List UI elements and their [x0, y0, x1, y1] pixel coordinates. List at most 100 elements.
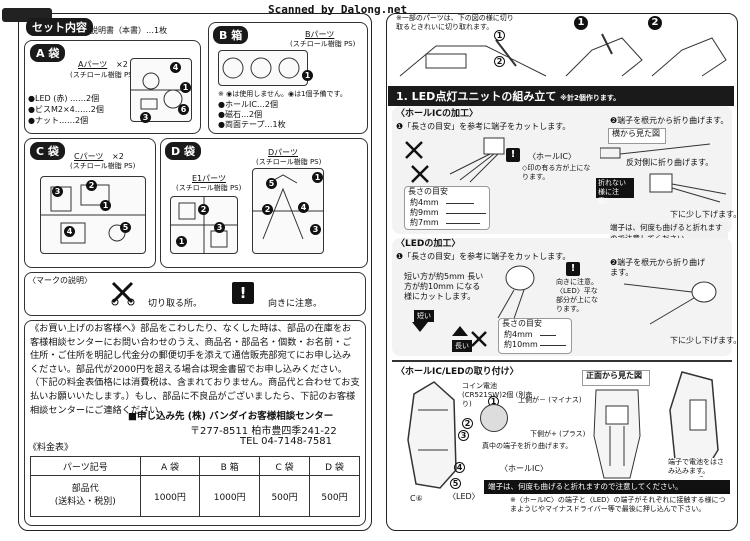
bag-a-item-3: ●ナット……2個: [28, 116, 89, 125]
bag-e1-material: (スチロール樹脂 PS): [176, 184, 242, 192]
scissors-icon: [404, 140, 424, 160]
scissors-shape: [405, 141, 423, 159]
bag-b-note: ※ ◉は使用しません。◉は1個予備です。: [218, 90, 347, 98]
led-length-1: 約4mm: [504, 330, 533, 339]
step-1-title: 1. LED点灯ユニットの組み立て: [396, 90, 557, 103]
fee-price: 1000円: [139, 475, 201, 517]
exclamation-icon: !: [566, 262, 580, 276]
fee-header: B 箱: [199, 456, 261, 476]
callout-step-1: 1: [574, 16, 588, 30]
exclamation-icon: !: [506, 148, 520, 162]
led-shape: [497, 265, 535, 331]
hall-no-break: 折れない様に注意！: [596, 178, 634, 205]
hall-title: 〈ホールICの加工〉: [396, 109, 478, 119]
led-long-label: 長い: [452, 340, 472, 352]
hall-side-view-box: [608, 128, 666, 144]
hall-bend-reverse: 反対側に折り曲げます。: [626, 158, 714, 167]
callout-mount-3: 3: [458, 430, 469, 441]
led-bent-shape: [623, 281, 717, 325]
manual-count: 説明書（本書）…1枚: [90, 26, 168, 35]
bag-a-box: [24, 40, 201, 134]
marks-title: 〈マークの説明〉: [28, 276, 92, 285]
length-line: [446, 203, 474, 204]
bag-c-part: Cパーツ: [74, 152, 104, 161]
left-page: [18, 13, 372, 531]
callout-d-2: 2: [198, 204, 209, 215]
customer-body: 《お買い上げのお客様へ》部品をこわしたり、なくした時は、部品の在庫をお客様相談セ…: [30, 323, 360, 416]
callout-d-4: 4: [298, 202, 309, 213]
hall-step-1: ❶「長さの目安」を参考に端子をカットします。: [396, 122, 571, 131]
length-line: [540, 335, 556, 336]
mount-c6: C⑥: [410, 494, 423, 503]
fee-table: パーツ記号 A 袋 B 箱 C 袋 D 袋 部品代 (送料込・税別) 1000円…: [30, 456, 360, 517]
prestep-drawing-2: [565, 33, 727, 77]
arrow-down-icon: [412, 322, 428, 332]
callout-a-3: 3: [140, 112, 151, 123]
mount-title: 〈ホールIC/LEDの取り付け〉: [396, 367, 519, 377]
bag-b-box: [208, 22, 368, 134]
bag-a-label: A 袋: [30, 44, 66, 62]
hall-ic-bent-drawing: [640, 164, 730, 208]
hall-ic-drawing: [440, 134, 520, 184]
callout-mount-2: 2: [462, 418, 473, 429]
length-line: [540, 345, 566, 346]
callout-c-1: 1: [100, 200, 111, 211]
bag-d-material: (スチロール樹脂 PS): [256, 158, 322, 166]
callout-c-3: 3: [52, 186, 63, 197]
arrow-up-icon: [452, 326, 468, 336]
right-page: [386, 13, 738, 531]
front-view-drawing: [590, 386, 644, 482]
bag-b-sprue: [218, 50, 308, 86]
hall-length-1: 約4mm: [410, 198, 439, 207]
prestep-figure-2: [562, 30, 730, 80]
customer-tel: TEL 04-7148-7581: [240, 436, 333, 447]
step-1-note: ※計2個作ります。: [560, 94, 621, 102]
bag-a-qty: ×2: [116, 60, 128, 69]
bag-d-box: [160, 138, 368, 268]
callout-a-4: 4: [170, 62, 181, 73]
led-step-2: ❷端子を根元から折り曲げます。: [610, 258, 706, 277]
bag-a-material: (スチロール樹脂 PS): [70, 71, 136, 79]
bag-b-part: Bパーツ: [305, 30, 335, 39]
led-guide-title: 長さの目安: [502, 319, 542, 328]
hall-length-3: 約7mm: [410, 218, 439, 227]
prestep-drawing-1: [399, 39, 547, 77]
fee-title: 《料金表》: [28, 443, 74, 453]
coin-battery-icon: [480, 404, 508, 432]
hall-side-view: 横から見た図: [612, 129, 660, 138]
sprue-b-drawing: [222, 57, 300, 79]
mount-battery: コイン電池 (CR521SW)2個 (別売り): [462, 382, 533, 408]
callout-d-3: 3: [214, 222, 225, 233]
section-divider: [392, 360, 732, 362]
bag-c-box: [24, 138, 156, 268]
callout-d-5: 5: [266, 178, 277, 189]
mount-insert: 端子で電池をはさみ込みます。: [668, 458, 728, 476]
callout-d-2b: 2: [262, 204, 273, 215]
marks-box: [24, 272, 366, 316]
mount-body-shape: [407, 381, 457, 489]
bag-b-label: B 箱: [213, 26, 249, 44]
bag-b-item-1: ●ホールIC…2個: [218, 100, 279, 109]
prestep-figure-1: [396, 36, 556, 80]
callout-d-3b: 3: [310, 224, 321, 235]
front-view-shape: [593, 389, 641, 479]
callout-c-2: 2: [86, 180, 97, 191]
bag-a-item-1: ●LED (赤) ……2個: [28, 94, 100, 103]
bag-a-part: Aパーツ: [78, 60, 108, 69]
fee-price-row: 部品代 (送料込・税別) 1000円 1000円 500円 500円: [30, 475, 360, 517]
contents-title: セット内容: [26, 18, 93, 36]
callout-a-1: 1: [180, 82, 191, 93]
hall-length-2: 約9mm: [410, 208, 439, 217]
mark-direction-desc: 向きに注意。: [268, 299, 323, 309]
bag-c-qty: ×2: [112, 152, 124, 161]
scissors-shape: [471, 331, 487, 347]
bag-e1-part: E1パーツ: [192, 174, 226, 183]
mount-upper: 上側が－ (マイナス): [518, 396, 582, 404]
led-bend-down: 下に少し下げます。: [670, 336, 742, 345]
scan-watermark: Scanned by Dalong.net: [268, 3, 408, 16]
callout-d-1: 1: [176, 236, 187, 247]
bag-b-material: (スチロール樹脂 PS): [290, 40, 356, 48]
led-step-1: ❶「長さの目安」を参考に端子をカットします。: [396, 252, 571, 261]
side-mount-drawing: [662, 370, 726, 480]
scissors-icon: [110, 280, 136, 306]
